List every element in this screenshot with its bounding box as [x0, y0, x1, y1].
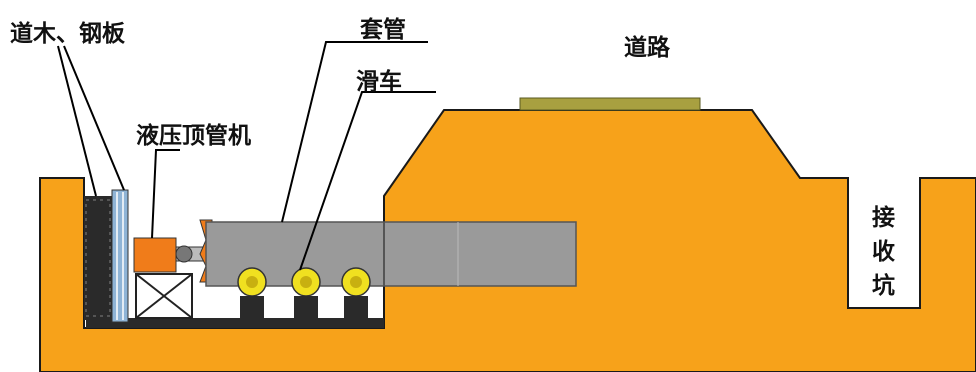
label-road: 道路 [624, 35, 670, 61]
casing-pipe [205, 221, 577, 287]
label-timber-steel-plate: 道木、钢板 [10, 21, 125, 47]
label-receiving-pit-1: 接 [872, 205, 895, 231]
steel-plate [111, 189, 129, 323]
trolley-support [344, 296, 368, 318]
label-trolley: 滑车 [356, 69, 402, 95]
label-receiving-pit-2: 收 [872, 239, 895, 265]
trolley-support [240, 296, 264, 318]
pit-floor [86, 318, 384, 328]
leader-trolley [299, 91, 436, 271]
label-casing: 套管 [360, 17, 406, 43]
leader-timber [57, 45, 97, 197]
jack-fitting [175, 245, 193, 263]
road-surface [519, 97, 701, 111]
leader-casing [281, 41, 428, 223]
trolley-support [294, 296, 318, 318]
leader-steel [63, 45, 125, 191]
label-receiving-pit-3: 坑 [872, 273, 895, 299]
jack-body [133, 237, 177, 273]
label-hydraulic-jack: 液压顶管机 [136, 123, 251, 149]
leader-jack [151, 149, 180, 239]
timber-stack [84, 196, 112, 320]
